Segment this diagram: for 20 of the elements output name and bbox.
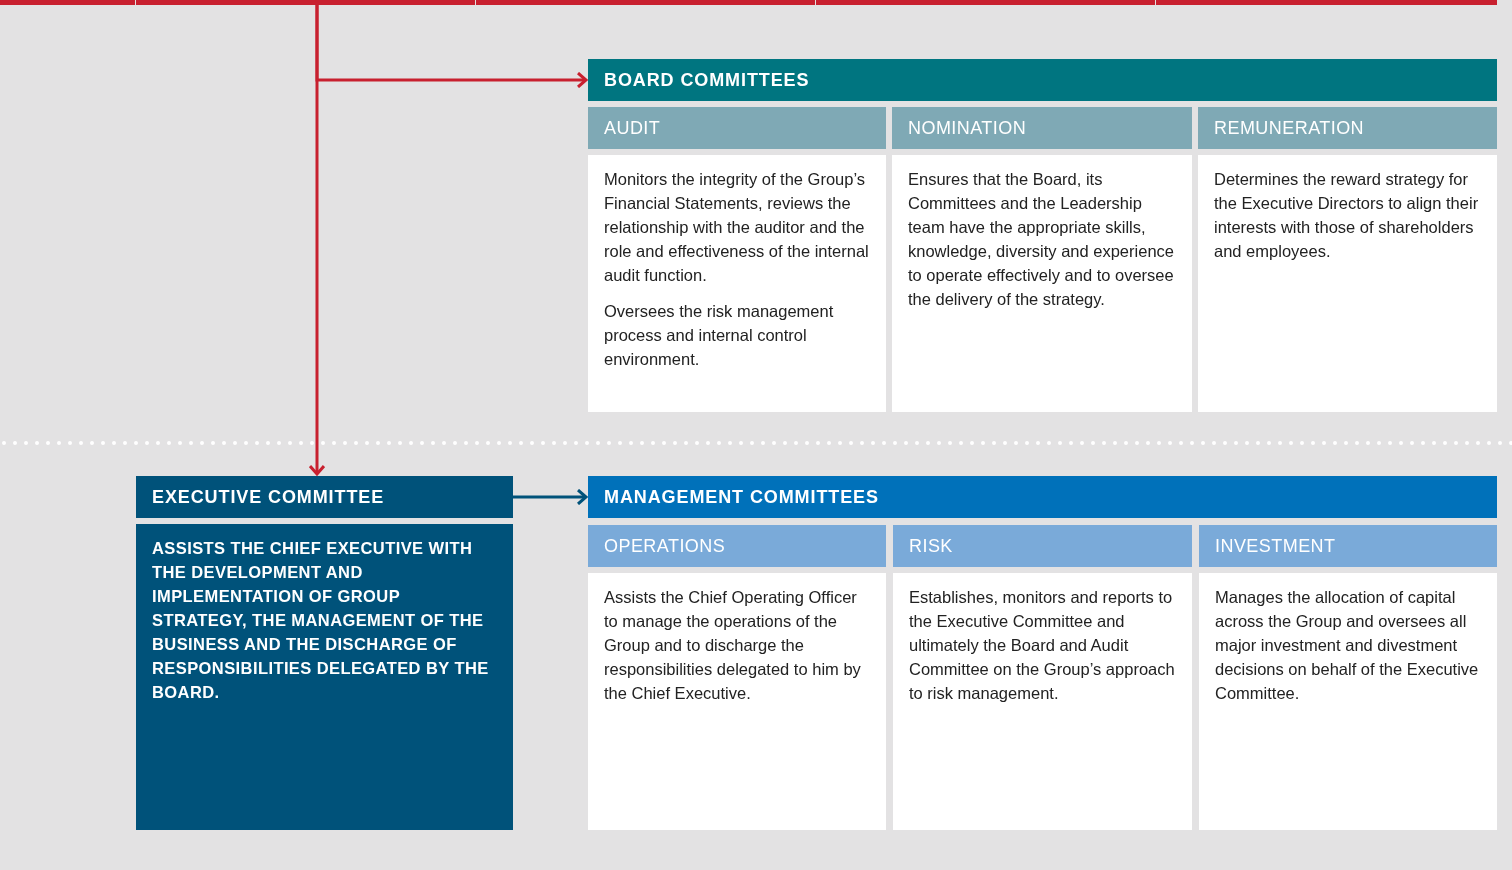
description-text: Oversees the risk management process and internal control environment. [604,301,835,370]
description-text: Assists the Chief Operating Officer to manage the operations of the Group and to discharge the responsibilities delegated to him by the Chief Executive. [604,587,862,704]
description-text: Manages the allocation of capital across the Group and oversees all major investment and divestment decisions on behalf of the Executive Committee. [1215,587,1480,704]
description-text: Establishes, monitors and reports to the Executive Committee and ultimately the Board and Audit Committee on the Group’s approach to risk management. [909,587,1176,704]
description-text: Determines the reward strategy for the Executive Directors to align their interests with those of shareholders and employees. [1214,169,1480,262]
description-text: ASSISTS THE CHIEF EXECUTIVE WITH THE DEVELOPMENT AND IMPLEMENTATION OF GROUP STRATEGY, THE MANAGEMENT OF THE BUSINESS AND THE DISCHARGE OF RESPONSIBILITIES DELEGATED BY THE BOARD. [152,538,490,703]
committee-name-bar: NOMINATION [892,107,1192,149]
description-text: Ensures that the Board, its Committees and the Leadership team have the appropriate skills, knowledge, diversity and experience to operate effectively and to oversee the delivery of the strategy. [908,169,1175,310]
committee-header-band [588,59,1497,101]
committee-name-bar: AUDIT [588,107,886,149]
description-text: Monitors the integrity of the Group’s Financial Statements, reviews the relationship with the auditor and the role and effectiveness of the internal audit function. [604,169,870,286]
committee-header-band [588,476,1497,518]
arrow [513,488,588,506]
section-heading: BOARD COMMITTEES [604,68,810,92]
committee-header-band: EXECUTIVE COMMITTEE [136,476,513,518]
committee-name-bar: OPERATIONS [588,525,886,567]
section-heading: MANAGEMENT COMMITTEES [604,485,879,509]
committee-name-bar: REMUNERATION [1198,107,1497,149]
committee-name-bar: RISK [893,525,1192,567]
committee-name-bar: INVESTMENT [1199,525,1497,567]
